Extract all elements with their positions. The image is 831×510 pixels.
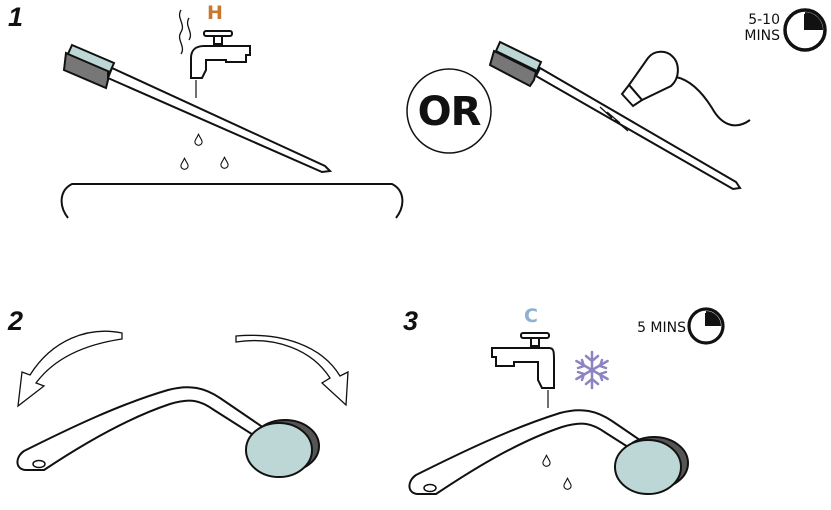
water-drop-icon <box>563 477 572 490</box>
face-brush <box>16 386 320 478</box>
face-brush <box>408 409 689 495</box>
water-drop-icon <box>194 133 203 146</box>
cold-tap-icon <box>491 332 555 408</box>
step-number: 1 <box>8 2 24 32</box>
clock-icon <box>687 307 725 345</box>
step-number: 3 <box>403 306 419 336</box>
curved-arrow-icon <box>235 334 349 407</box>
timer-label: 5-10 MINS <box>718 12 780 44</box>
timer-label: 5 MINS <box>637 320 686 336</box>
water-drop-icon <box>542 454 551 467</box>
timer-unit: MINS <box>744 28 780 45</box>
or-circle <box>406 68 492 154</box>
hair-dryer-icon <box>599 50 751 132</box>
clock-icon <box>783 8 827 52</box>
cold-label: C <box>524 305 538 327</box>
timer-value: 5-10 <box>748 12 780 28</box>
toothbrush <box>488 40 742 191</box>
or-label: OR <box>417 89 482 135</box>
snowflake-icon <box>575 350 609 390</box>
hot-label: H <box>207 2 223 24</box>
toothbrush <box>62 43 333 174</box>
basin <box>60 183 404 219</box>
water-drop-icon <box>180 157 189 170</box>
step-number: 2 <box>8 306 24 336</box>
hot-tap-icon <box>178 9 251 98</box>
water-drop-icon <box>220 156 229 169</box>
curved-arrow-icon <box>17 330 123 408</box>
